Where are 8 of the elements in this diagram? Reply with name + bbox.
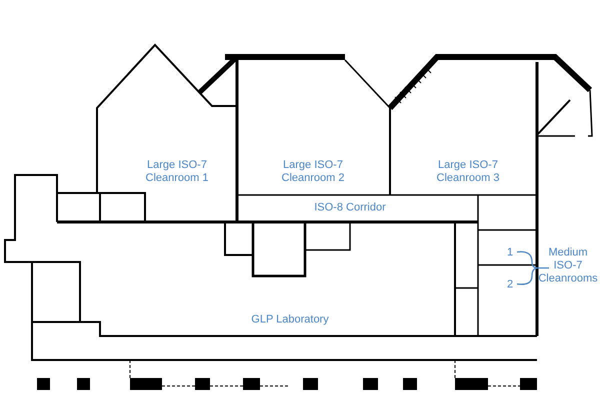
room-label: Large ISO-7 Cleanroom 1: [144, 159, 210, 185]
room-label: GLP Laboratory: [250, 314, 330, 326]
room-label: ISO-8 Corridor: [313, 202, 387, 214]
room-number: 1: [506, 246, 514, 260]
room-label: Large ISO-7 Cleanroom 2: [280, 159, 346, 185]
room-number: 2: [506, 278, 514, 292]
room-label: Medium ISO-7 Cleanrooms: [538, 246, 598, 286]
room-label: Large ISO-7 Cleanroom 3: [436, 159, 500, 185]
